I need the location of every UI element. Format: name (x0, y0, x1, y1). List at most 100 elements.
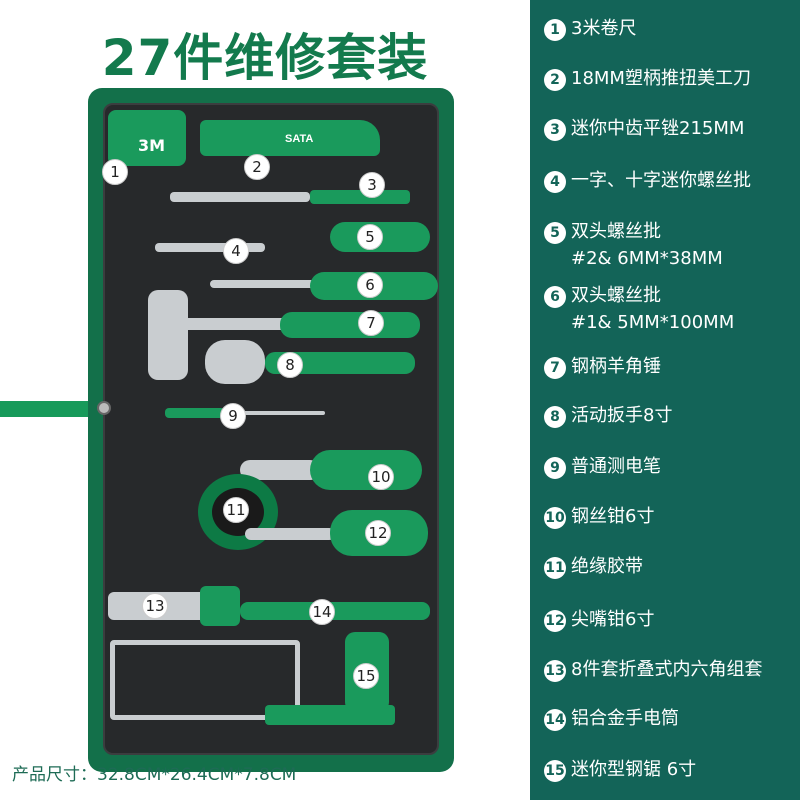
callout-badge: 11 (223, 497, 249, 523)
test-pen-tip (225, 411, 325, 415)
item-label-line: 铝合金手电筒 (571, 708, 679, 729)
callout-badge: 1 (102, 159, 128, 185)
callout-badge: 13 (142, 593, 168, 619)
test-pen (165, 408, 225, 418)
callout-badge: 5 (357, 224, 383, 250)
item-label-line: 8件套折叠式内六角组套 (571, 659, 763, 680)
number-badge: 13 (544, 660, 566, 682)
brand-logo-text: SATA (285, 133, 314, 145)
pliers-handle (310, 450, 422, 490)
rivet-icon (97, 401, 111, 415)
needle-nose-pliers-head (245, 528, 335, 540)
item-label-line: 钢柄羊角锤 (571, 356, 661, 377)
number-badge: 9 (544, 457, 566, 479)
number-badge: 3 (544, 119, 566, 141)
callout-badge: 3 (359, 172, 385, 198)
item-label-line: #2& 6MM*38MM (571, 248, 723, 269)
file-handle (310, 190, 410, 204)
number-badge: 8 (544, 406, 566, 428)
hex-key-holder (200, 586, 240, 626)
item-label: 尖嘴钳6寸 (571, 606, 654, 633)
item-label: 3米卷尺 (571, 15, 636, 42)
number-badge: 15 (544, 760, 566, 782)
callout-badge: 4 (223, 238, 249, 264)
item-label-line: #1& 5MM*100MM (571, 312, 735, 333)
callout-badge: 10 (368, 464, 394, 490)
item-label: 钢柄羊角锤 (571, 353, 661, 380)
callout-badge: 6 (357, 272, 383, 298)
item-label-line: 3米卷尺 (571, 18, 637, 39)
callout-badge: 12 (365, 520, 391, 546)
callout-badge: 8 (277, 352, 303, 378)
item-label-line: 绝缘胶带 (571, 556, 643, 577)
number-badge: 4 (544, 171, 566, 193)
item-label: 绝缘胶带 (571, 553, 643, 580)
item-label: 普通测电笔 (571, 453, 661, 480)
item-label: 8件套折叠式内六角组套 (571, 656, 762, 683)
item-label-line: 双头螺丝批 (571, 221, 661, 242)
callout-badge: 9 (220, 403, 246, 429)
number-badge: 1 (544, 19, 566, 41)
callout-badge: 14 (309, 599, 335, 625)
pliers-head (240, 460, 320, 480)
hammer-head (148, 290, 188, 380)
number-badge: 5 (544, 222, 566, 244)
page-title: 27件维修套装 (101, 29, 429, 87)
item-label: 双头螺丝批 #1& 5MM*100MM (571, 282, 734, 336)
number-badge: 6 (544, 286, 566, 308)
item-label: 一字、十字迷你螺丝批 (571, 167, 751, 194)
callout-badge: 2 (244, 154, 270, 180)
item-label-line: 迷你型钢锯 6寸 (571, 759, 697, 780)
tape-label: 3M (138, 136, 166, 155)
hacksaw-frame (110, 640, 300, 720)
item-label-line: 钢丝钳6寸 (571, 506, 655, 527)
product-dimensions: 产品尺寸：32.8CM*26.4CM*7.8CM (12, 765, 297, 785)
number-badge: 10 (544, 507, 566, 529)
flashlight (240, 602, 430, 620)
item-label-line: 18MM塑柄推扭美工刀 (571, 68, 751, 89)
hammer-handle (280, 312, 420, 338)
item-label-line: 活动扳手8寸 (571, 405, 673, 426)
item-label-line: 一字、十字迷你螺丝批 (571, 170, 751, 191)
wrench-head (205, 340, 265, 384)
item-label-line: 尖嘴钳6寸 (571, 609, 655, 630)
item-label: 活动扳手8寸 (571, 402, 672, 429)
number-badge: 7 (544, 357, 566, 379)
item-label-line: 双头螺丝批 (571, 285, 661, 306)
screwdriver-shaft (210, 280, 320, 288)
callout-badge: 7 (358, 310, 384, 336)
mini-screwdriver (155, 243, 265, 252)
utility-knife (200, 120, 380, 156)
number-badge: 12 (544, 610, 566, 632)
item-label: 铝合金手电筒 (571, 705, 679, 732)
item-label-line: 迷你中齿平锉215MM (571, 118, 745, 139)
number-badge: 14 (544, 709, 566, 731)
number-badge: 2 (544, 69, 566, 91)
file (170, 192, 310, 202)
hammer-shaft (180, 318, 290, 330)
item-label: 钢丝钳6寸 (571, 503, 654, 530)
tape-measure: 3M (108, 110, 186, 166)
item-label: 18MM塑柄推扭美工刀 (571, 65, 751, 92)
item-label: 迷你型钢锯 6寸 (571, 756, 696, 783)
callout-badge: 15 (353, 663, 379, 689)
item-label: 迷你中齿平锉215MM (571, 115, 744, 142)
item-label-line: 普通测电笔 (571, 456, 661, 477)
item-label: 双头螺丝批 #2& 6MM*38MM (571, 218, 723, 272)
